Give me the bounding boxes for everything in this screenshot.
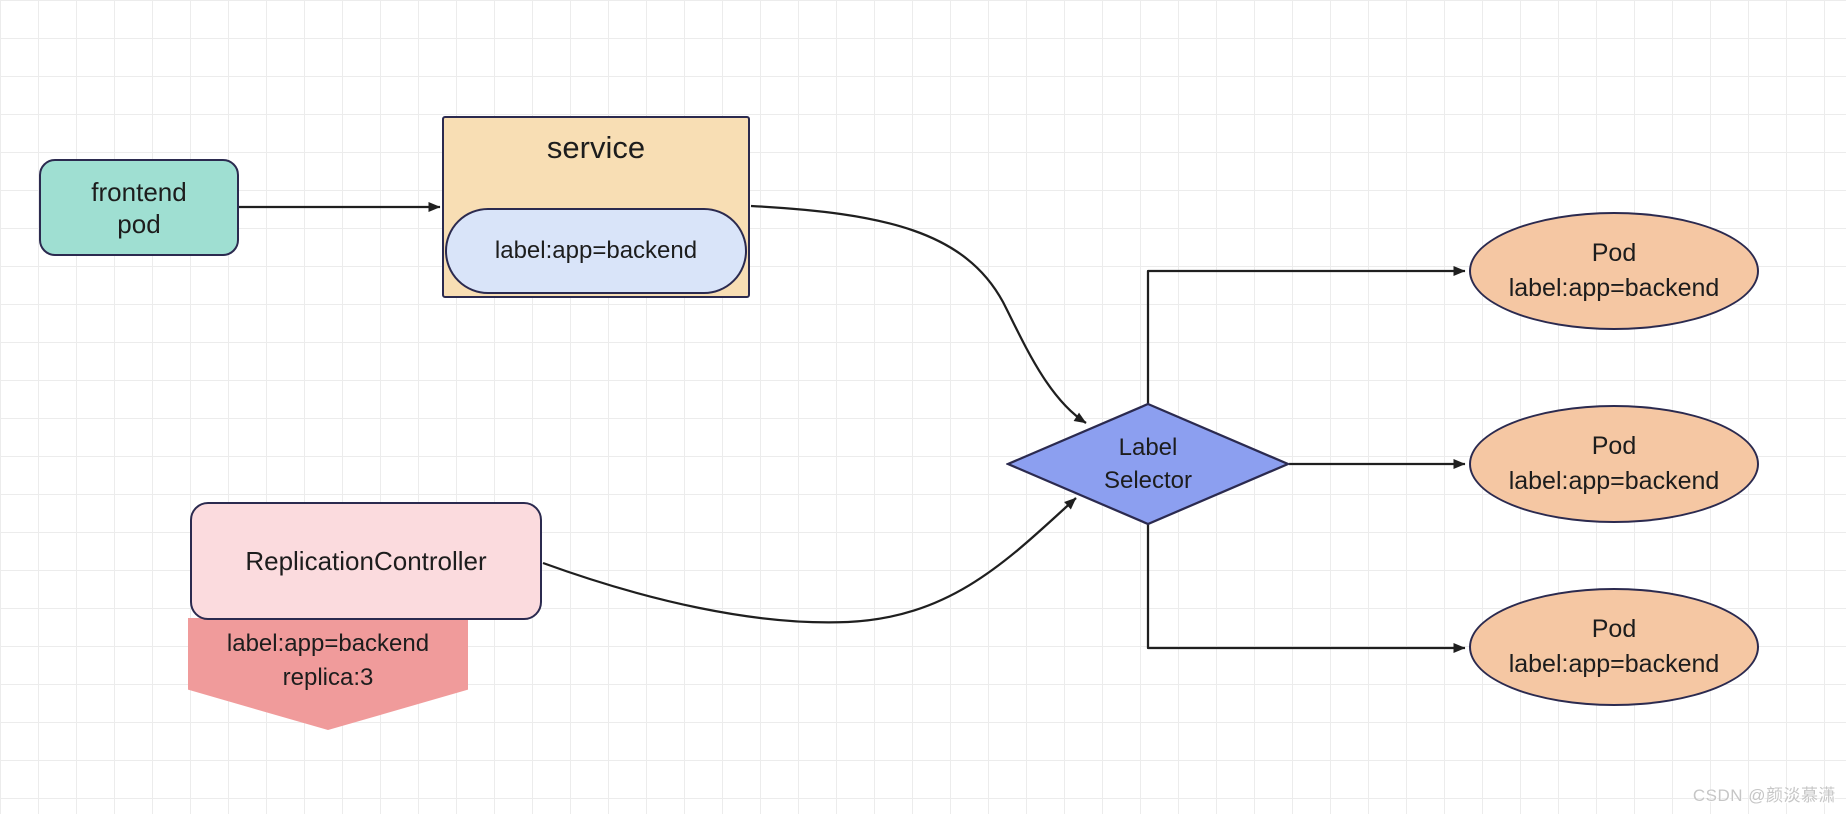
watermark: CSDN @颜淡慕潇 — [1692, 786, 1836, 805]
frontend-pod-label-line1: frontend — [91, 176, 187, 207]
service-selector-label: label:app=backend — [494, 237, 698, 264]
service-selector-pill: label:app=backend — [445, 208, 747, 294]
pod-3-label: label:app=backend — [1508, 650, 1720, 678]
replication-controller-title: ReplicationController — [245, 545, 487, 576]
pod-1-label: label:app=backend — [1508, 274, 1720, 302]
arrow-selector-to-pod-1 — [1146, 266, 1466, 404]
label-selector-shape — [1005, 402, 1291, 526]
pod-2-label: label:app=backend — [1508, 467, 1720, 495]
arrow-service-to-selector — [750, 204, 1087, 424]
pod-3-title: Pod — [1591, 615, 1637, 643]
replication-controller-node: ReplicationController — [190, 502, 542, 620]
arrow-selector-to-pod-3 — [1146, 524, 1466, 653]
arrow-rc-to-selector — [542, 497, 1077, 624]
rc-banner-label-line1: label:app=backend — [226, 630, 430, 657]
rc-banner-label-line2: replica:3 — [282, 664, 374, 691]
pod-node-2: Pod label:app=backend — [1469, 405, 1759, 523]
pod-2-title: Pod — [1591, 432, 1637, 460]
service-node: service label:app=backend — [442, 116, 750, 298]
label-selector-line2: Selector — [1103, 467, 1193, 494]
service-title: service — [546, 130, 646, 165]
frontend-pod-label-line2: pod — [117, 208, 161, 239]
pod-node-1: Pod label:app=backend — [1469, 212, 1759, 330]
frontend-pod-node: frontend pod — [39, 159, 239, 256]
label-selector-line1: Label — [1118, 434, 1178, 461]
pod-1-title: Pod — [1591, 239, 1637, 267]
pod-node-3: Pod label:app=backend — [1469, 588, 1759, 706]
label-selector-diamond: Label Selector — [1005, 402, 1291, 526]
